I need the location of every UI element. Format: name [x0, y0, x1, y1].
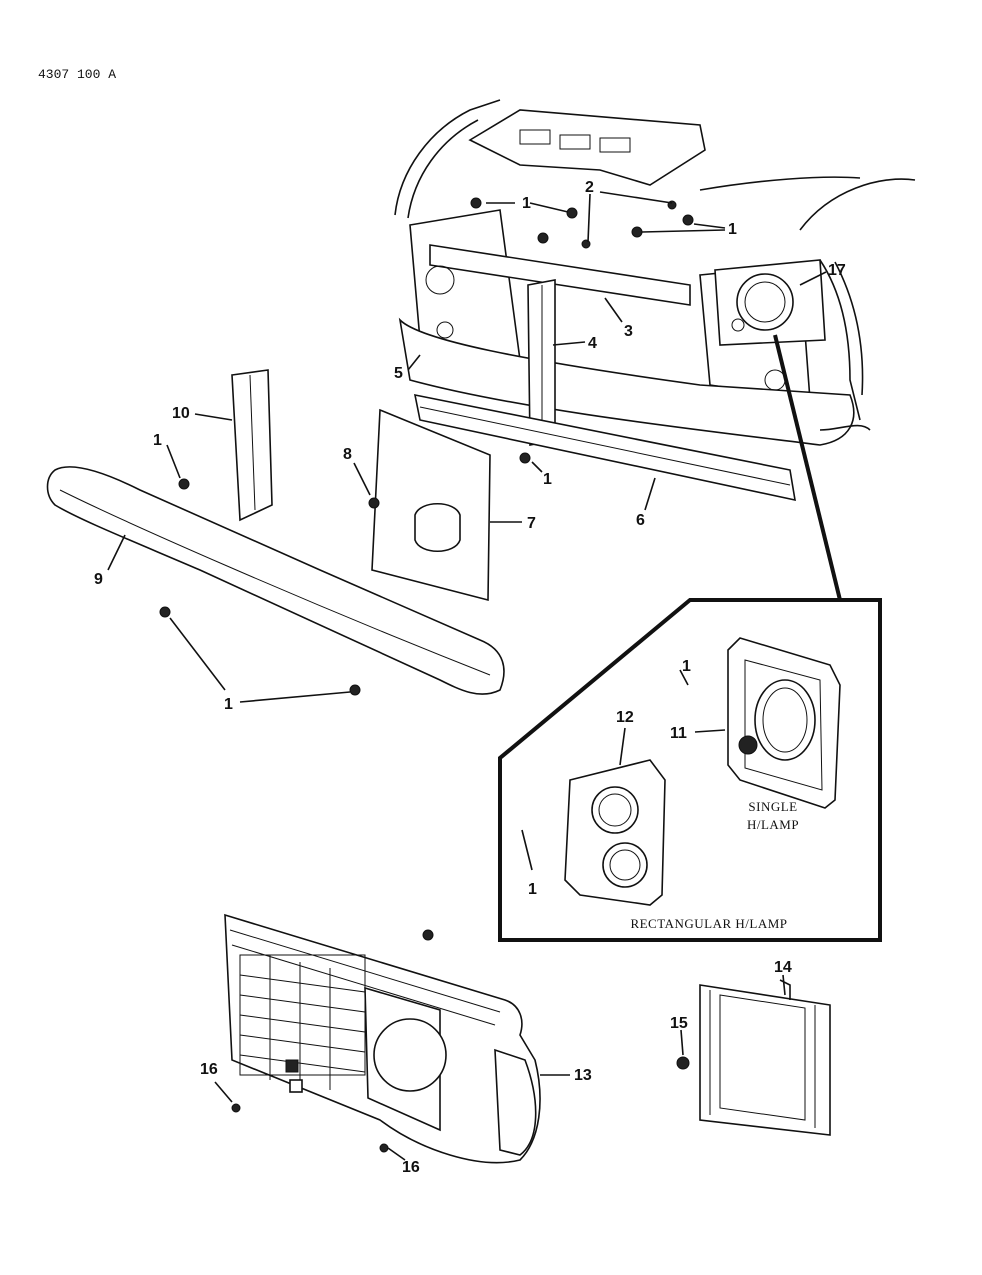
single-lamp-label-line2: H/LAMP	[747, 817, 799, 832]
callout-8: 8	[343, 446, 352, 463]
callout-1: 1	[522, 195, 531, 212]
callout-5: 5	[394, 365, 403, 382]
support-bracket	[231, 369, 273, 522]
callout-2: 2	[585, 179, 594, 196]
callout-3: 3	[624, 323, 633, 340]
callout-11: 11	[670, 725, 687, 742]
front-valance-panel	[46, 466, 505, 695]
callout-9: 9	[94, 571, 103, 588]
callout-15: 15	[670, 1015, 688, 1032]
single-lamp-label-line1: SINGLE	[748, 799, 797, 814]
leader-lines	[107, 191, 842, 703]
callout-7: 7	[527, 515, 536, 532]
radiator-support-assembly	[394, 99, 916, 446]
callout-17: 17	[828, 262, 846, 279]
rectangular-headlamp-housing	[564, 759, 666, 906]
grille-clip	[285, 1059, 299, 1073]
callout-4: 4	[588, 335, 597, 352]
grille-assembly	[224, 913, 541, 1164]
lower-crossmember	[413, 393, 796, 502]
callout-1: 1	[543, 471, 552, 488]
callout-16: 16	[402, 1159, 420, 1176]
callout-6: 6	[636, 512, 645, 529]
callout-10: 10	[172, 405, 190, 422]
callout-14: 14	[774, 959, 792, 976]
callout-16: 16	[200, 1061, 218, 1078]
callout-1: 1	[528, 881, 537, 898]
callout-1: 1	[224, 696, 233, 713]
callout-1: 1	[153, 432, 162, 449]
grille-opening-panel	[699, 979, 831, 1136]
callout-12: 12	[616, 709, 634, 726]
callout-13: 13	[574, 1067, 592, 1084]
callout-1: 1	[682, 658, 691, 675]
figure-code: 4307 100 A	[38, 67, 116, 82]
callout-1: 1	[728, 221, 737, 238]
single-headlamp-housing	[727, 637, 841, 809]
grille-clip	[289, 1079, 303, 1093]
rectangular-lamp-label: RECTANGULAR H/LAMP	[630, 916, 787, 931]
callout-numbers: 1 2 1 3 4 5 17 10 1 8 1 7 6 9 1 1 12 11 …	[94, 179, 846, 1176]
